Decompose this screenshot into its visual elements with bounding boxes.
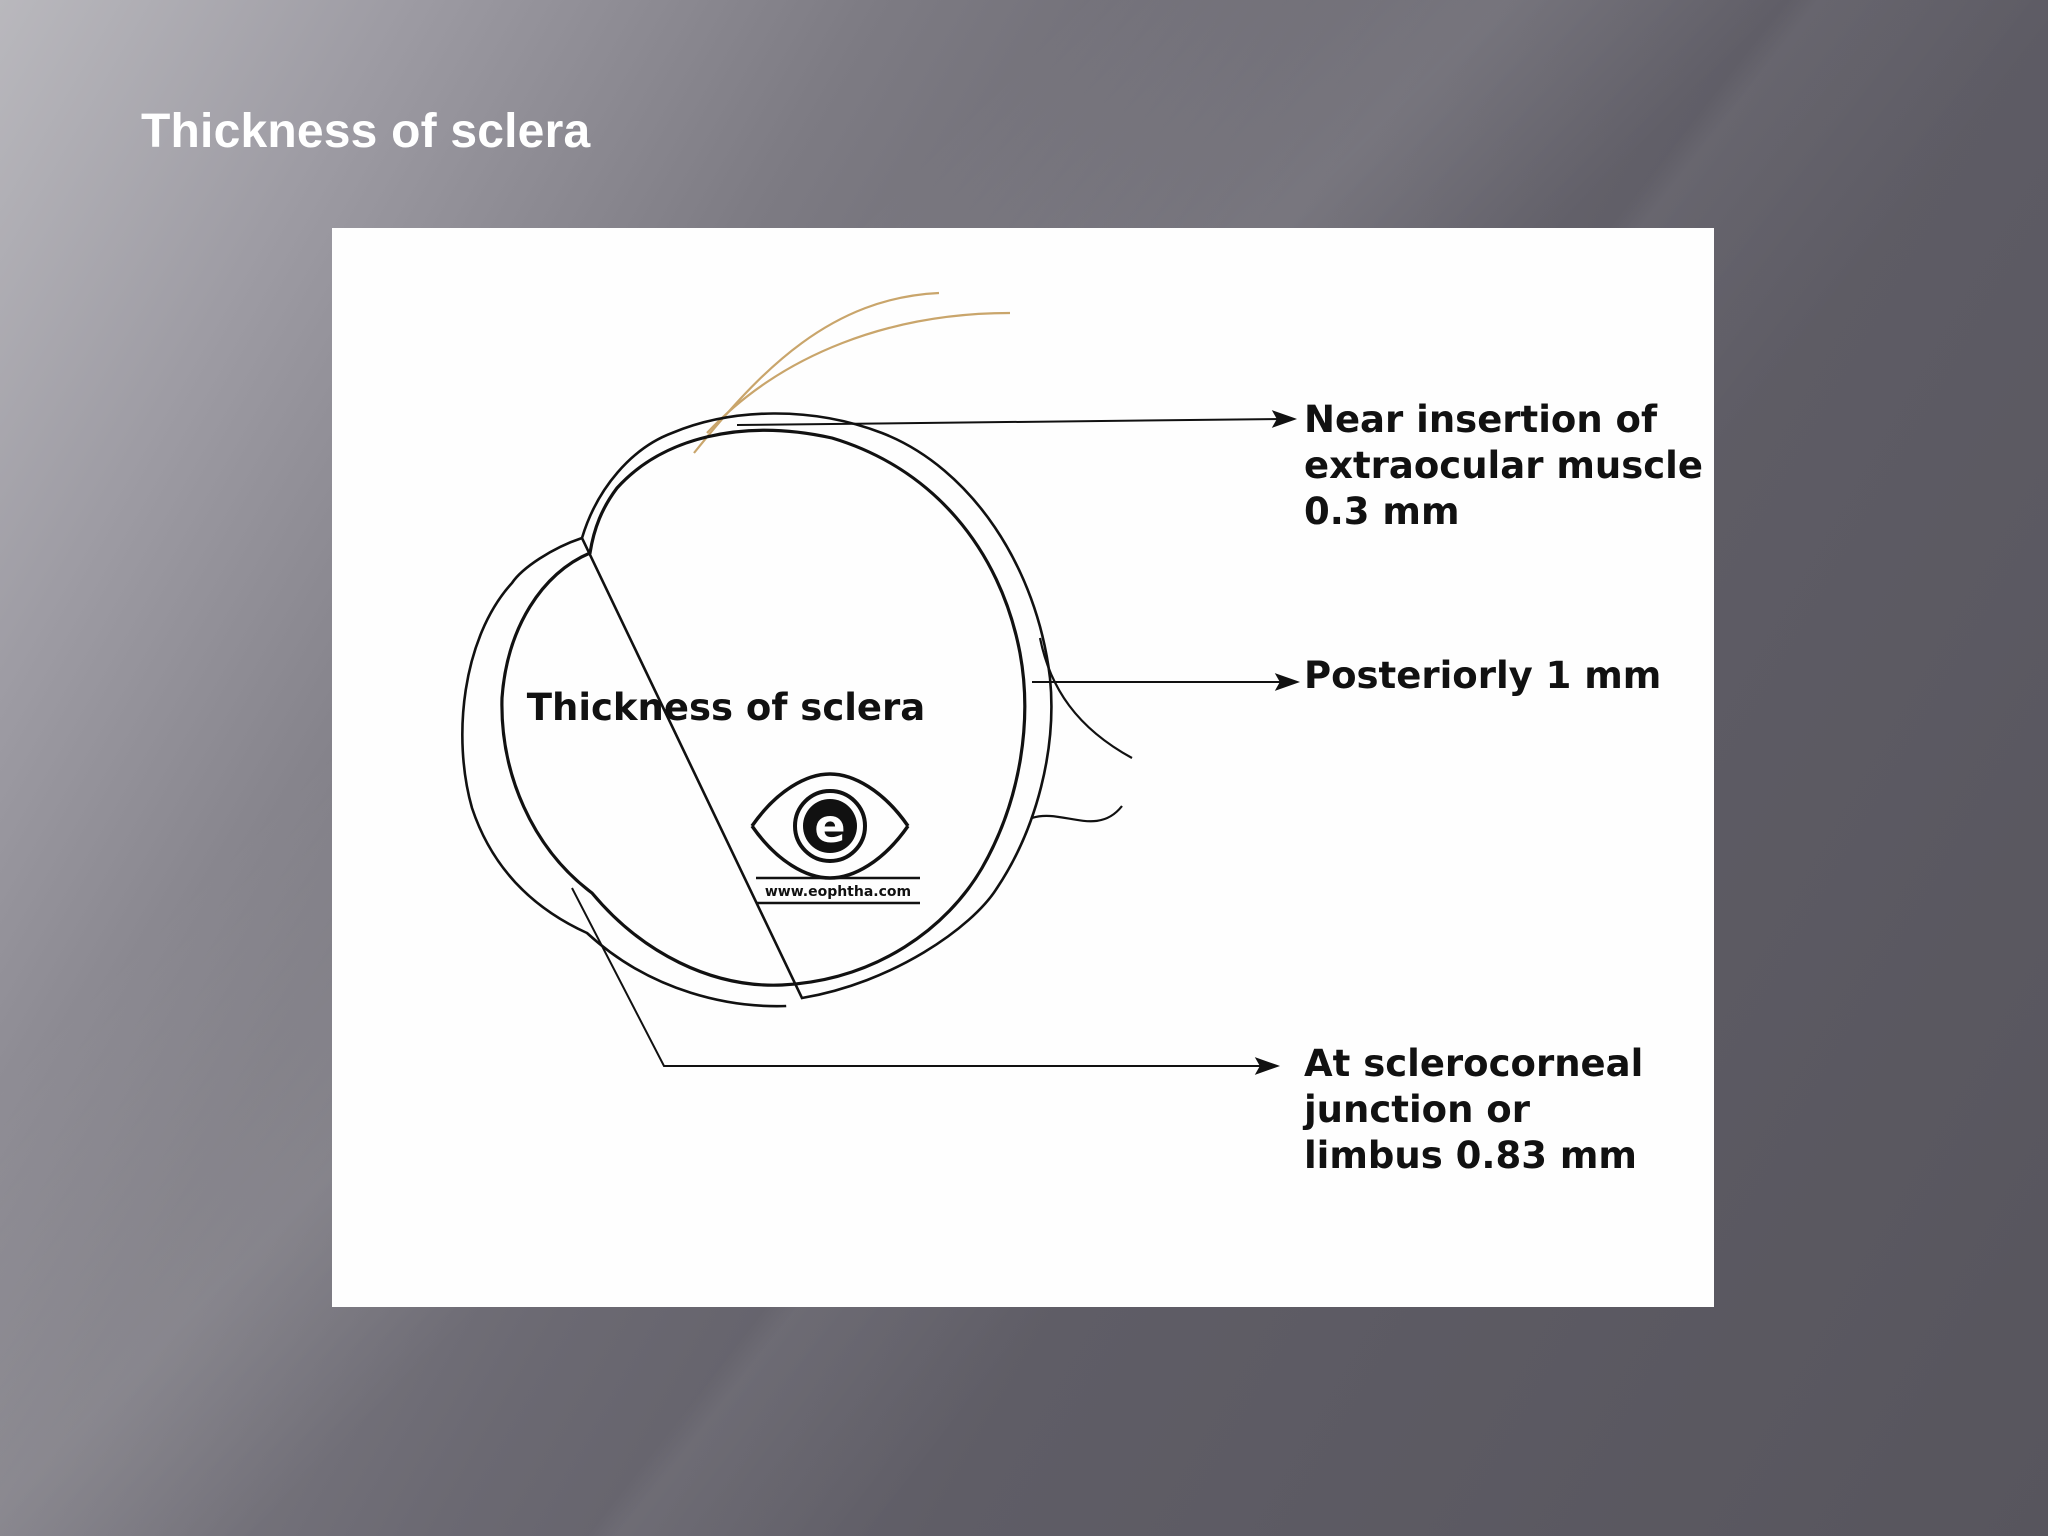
- sclera-diagram: Thickness of sclera e www.eophtha.com Ne…: [461, 291, 1703, 1177]
- callout-limbus: At sclerocorneal junction or limbus 0.83…: [1302, 1042, 1643, 1177]
- callout-posterior: Posteriorly 1 mm: [1304, 654, 1661, 697]
- callout-2-line-1: Posteriorly 1 mm: [1304, 654, 1661, 697]
- callout-1-line-1: Near insertion of: [1304, 398, 1658, 441]
- logo-url: www.eophtha.com: [765, 884, 911, 900]
- leader-limbus: [571, 887, 1281, 1075]
- limbus-gap: [785, 987, 793, 1019]
- diagram-panel: Thickness of sclera e www.eophtha.com Ne…: [332, 228, 1714, 1307]
- sclera-inner-contour: [500, 428, 1027, 987]
- callout-3-line-2: junction or: [1302, 1088, 1531, 1131]
- leader-posterior: [1032, 673, 1301, 691]
- eophtha-logo: e www.eophtha.com: [750, 772, 920, 905]
- callout-1-line-3: 0.3 mm: [1304, 490, 1460, 533]
- extraocular-muscle: [693, 291, 1011, 454]
- logo-pupil: [803, 799, 857, 853]
- callout-1-line-2: extraocular muscle: [1304, 444, 1703, 487]
- logo-letter: e: [814, 799, 845, 853]
- logo-eye-outline: [750, 772, 910, 827]
- slide-title: Thickness of sclera: [141, 105, 591, 158]
- diagram-inner-title: Thickness of sclera: [527, 686, 926, 729]
- sclera-outer-contour: [461, 412, 1053, 1008]
- callout-3-line-1: At sclerocorneal: [1304, 1042, 1643, 1085]
- callout-3-line-3: limbus 0.83 mm: [1304, 1134, 1637, 1177]
- leader-muscle-insertion: [736, 410, 1298, 428]
- optic-nerve: [1031, 637, 1133, 823]
- callout-muscle-insertion: Near insertion of extraocular muscle 0.3…: [1304, 398, 1703, 533]
